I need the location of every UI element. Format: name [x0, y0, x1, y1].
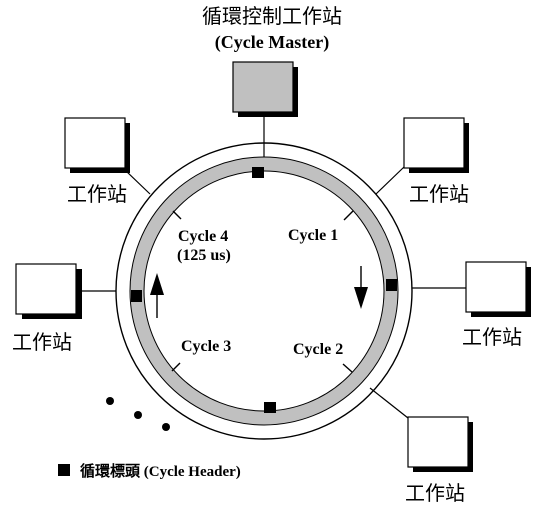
connector-lines — [76, 114, 466, 419]
workstation-box — [15, 263, 77, 315]
workstation-label: 工作站 — [67, 182, 127, 206]
workstation-label: 工作站 — [409, 182, 469, 206]
connector-top-left — [125, 170, 151, 195]
cycle-master-title: 循環控制工作站 — [202, 4, 342, 28]
workstation-top-right: 工作站 — [403, 117, 469, 206]
ring-outer — [115, 142, 413, 440]
ellipsis-dot — [162, 423, 170, 431]
cycle-tick-3 — [171, 362, 181, 372]
cycle-header-right — [386, 279, 397, 291]
ring-band — [130, 157, 398, 425]
cycle-master-box — [232, 61, 294, 113]
workstation-box — [403, 117, 465, 169]
workstation-left: 工作站 — [12, 263, 82, 354]
workstation-box — [407, 416, 469, 468]
cycle-master-station: 循環控制工作站 (Cycle Master) — [202, 4, 342, 117]
legend-marker — [58, 464, 70, 476]
cycle-ticks — [171, 210, 354, 373]
legend-text: 循環標頭 (Cycle Header) — [80, 462, 241, 480]
cycle-label-4-duration: (125 us) — [177, 247, 231, 264]
arrow-up-icon — [150, 273, 164, 295]
cycle-master-subtitle: (Cycle Master) — [215, 32, 329, 53]
cycle-header-bottom — [264, 402, 276, 413]
arrow-down-icon — [354, 287, 368, 309]
workstation-label: 工作站 — [462, 325, 522, 349]
cycle-label-2: Cycle 2 — [293, 341, 343, 358]
ring-band-outer-edge — [129, 156, 399, 426]
direction-arrows — [150, 266, 368, 318]
workstation-label: 工作站 — [405, 481, 465, 505]
more-stations-ellipsis — [106, 397, 170, 431]
cycle-tick-1 — [343, 210, 354, 221]
legend: 循環標頭 (Cycle Header) — [58, 462, 241, 480]
workstation-box — [465, 261, 527, 313]
cycle-label-1: Cycle 1 — [288, 227, 338, 244]
workstation-top-left: 工作站 — [64, 117, 130, 206]
cycle-labels: Cycle 1 Cycle 2 Cycle 3 Cycle 4 (125 us) — [177, 227, 343, 358]
workstation-bottom-right: 工作站 — [405, 416, 473, 505]
cycle-headers — [131, 167, 397, 413]
workstation-right: 工作站 — [462, 261, 531, 349]
connector-bottom-right — [369, 387, 409, 419]
workstation-label: 工作站 — [12, 330, 72, 354]
workstation-box — [64, 117, 126, 169]
cycle-header-left — [131, 290, 142, 302]
ellipsis-dot — [106, 397, 114, 405]
cycle-label-4: Cycle 4 — [178, 228, 228, 245]
cycle-tick-2 — [342, 363, 353, 373]
cycle-header-top — [252, 167, 264, 178]
ring-band-inner-edge — [143, 170, 385, 412]
ellipsis-dot — [134, 411, 142, 419]
connector-top-right — [375, 166, 405, 195]
cycle-label-3: Cycle 3 — [181, 338, 231, 355]
cycle-tick-4 — [172, 210, 182, 220]
